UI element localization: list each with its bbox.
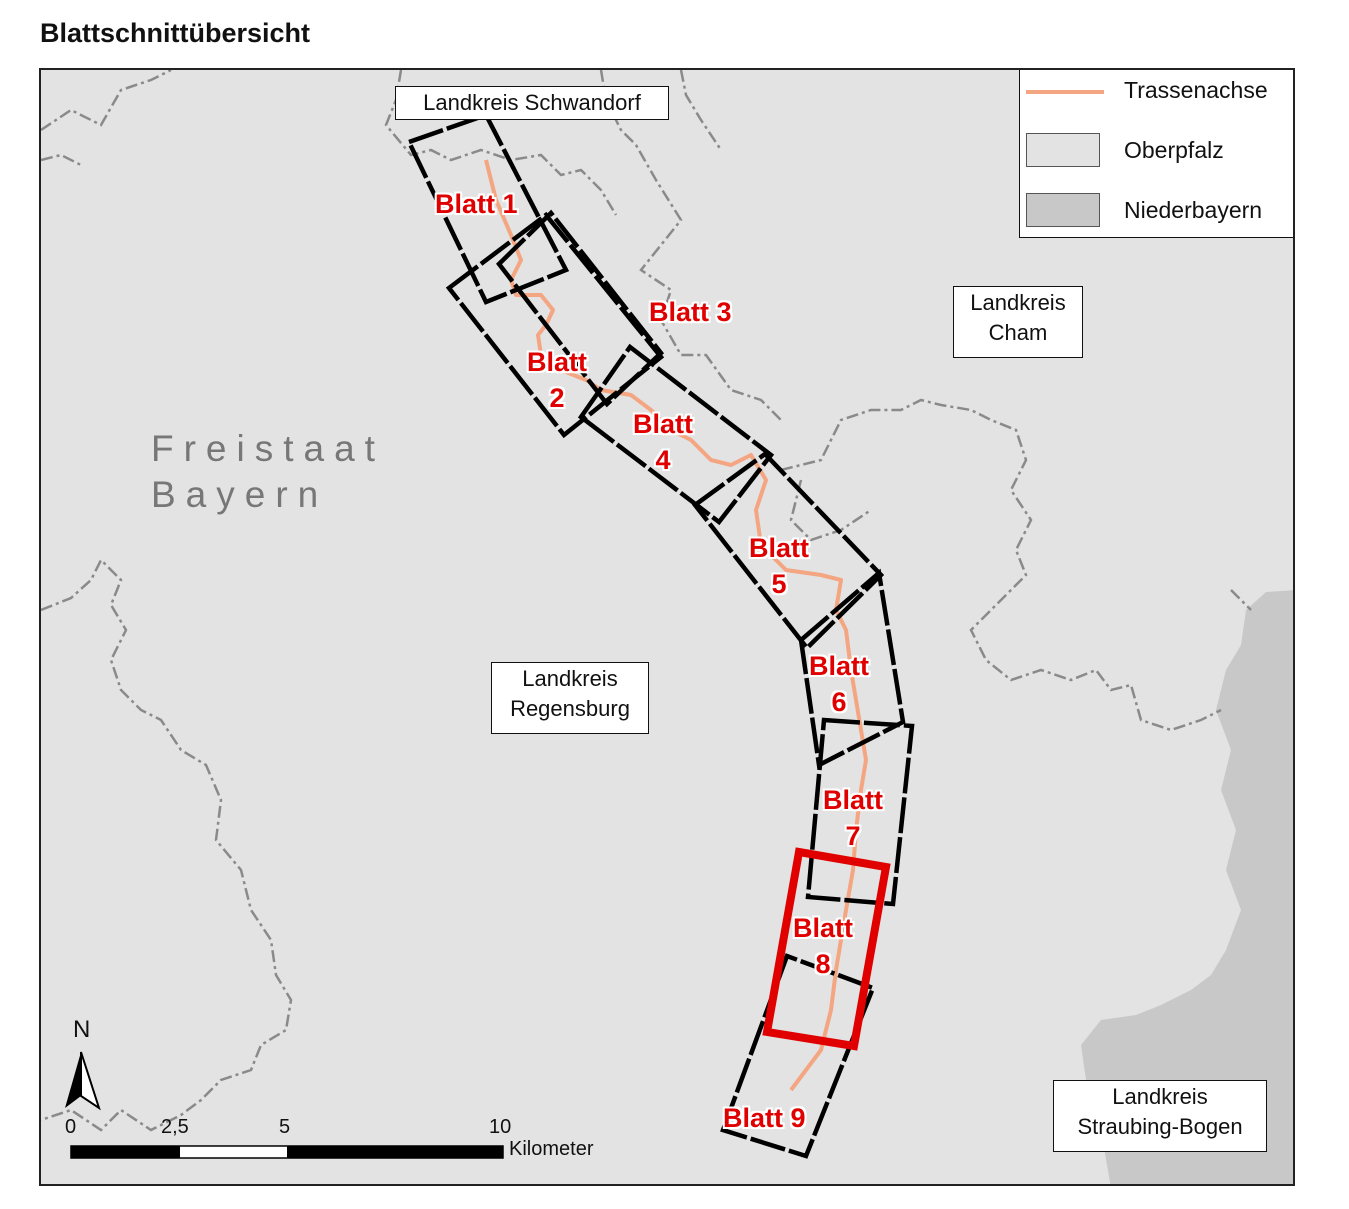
sheet-label-8[interactable]: Blatt 8 — [793, 913, 853, 979]
niederbayern-region — [1081, 590, 1293, 1184]
legend-item-route: Trassenachse — [1020, 71, 1293, 111]
state-label-line-1: Freistaat — [151, 428, 385, 469]
sheet-8-outline[interactable] — [762, 847, 891, 1051]
state-label: Freistaat Bayern — [151, 426, 385, 518]
sheet-2-outline[interactable] — [445, 211, 665, 439]
scale-bar — [70, 1145, 504, 1159]
sheet-label-5[interactable]: Blatt 5 — [749, 533, 809, 599]
sheet-7-outline[interactable] — [805, 717, 915, 907]
state-label-line-2: Bayern — [151, 474, 329, 515]
legend-item-oberpfalz: Oberpfalz — [1020, 131, 1293, 171]
sheet-label-3[interactable]: Blatt 3 — [649, 297, 732, 327]
sheet-3-outline[interactable] — [495, 209, 665, 408]
sheet-1-outline[interactable] — [405, 112, 570, 305]
scale-tick-2-5: 2,5 — [161, 1116, 189, 1138]
scale-tick-10: 10 — [489, 1116, 512, 1138]
legend-oberpfalz-swatch-icon — [1026, 133, 1100, 167]
sheet-4-outline[interactable] — [577, 343, 775, 526]
legend-label: Trassenachse — [1124, 77, 1268, 103]
map-legend: Trassenachse Oberpfalz Niederbayern — [1019, 70, 1293, 238]
legend-route-line-icon — [1026, 90, 1104, 94]
sheet-label-1[interactable]: Blatt 1 — [435, 189, 518, 219]
sheet-label-7[interactable]: Blatt 7 — [823, 785, 883, 851]
legend-label: Oberpfalz — [1124, 137, 1224, 163]
district-label-cham: Landkreis Cham — [953, 286, 1083, 358]
scale-unit: Kilometer — [509, 1138, 594, 1160]
route-axis — [484, 159, 868, 1092]
map-frame[interactable]: Freistaat Bayern Landkreis Schwandorf La… — [39, 68, 1295, 1186]
district-label-schwandorf: Landkreis Schwandorf — [395, 86, 669, 120]
sheet-outlines — [405, 112, 915, 1159]
district-label-regensburg: Landkreis Regensburg — [491, 662, 649, 734]
legend-label: Niederbayern — [1124, 197, 1263, 223]
sheet-6-outline[interactable] — [798, 568, 906, 769]
map-canvas[interactable] — [41, 70, 1295, 1186]
page-title: Blattschnittübersicht — [40, 18, 311, 48]
sheet-label-9[interactable]: Blatt 9 — [723, 1103, 806, 1133]
legend-niederbayern-swatch-icon — [1026, 193, 1100, 227]
sheet-label-6[interactable]: Blatt 6 — [809, 651, 869, 717]
sheet-9-outline[interactable] — [720, 953, 876, 1159]
sheet-label-4[interactable]: Blatt 4 — [633, 409, 693, 475]
north-arrow-icon — [65, 1051, 101, 1111]
sheet-label-2[interactable]: Blatt 2 — [527, 347, 587, 413]
scale-tick-0: 0 — [65, 1116, 77, 1138]
legend-item-niederbayern: Niederbayern — [1020, 191, 1293, 231]
district-label-straubing: Landkreis Straubing-Bogen — [1053, 1080, 1267, 1152]
district-boundaries — [41, 70, 1252, 1132]
scale-tick-5: 5 — [279, 1116, 291, 1138]
north-label: N — [73, 1016, 91, 1043]
